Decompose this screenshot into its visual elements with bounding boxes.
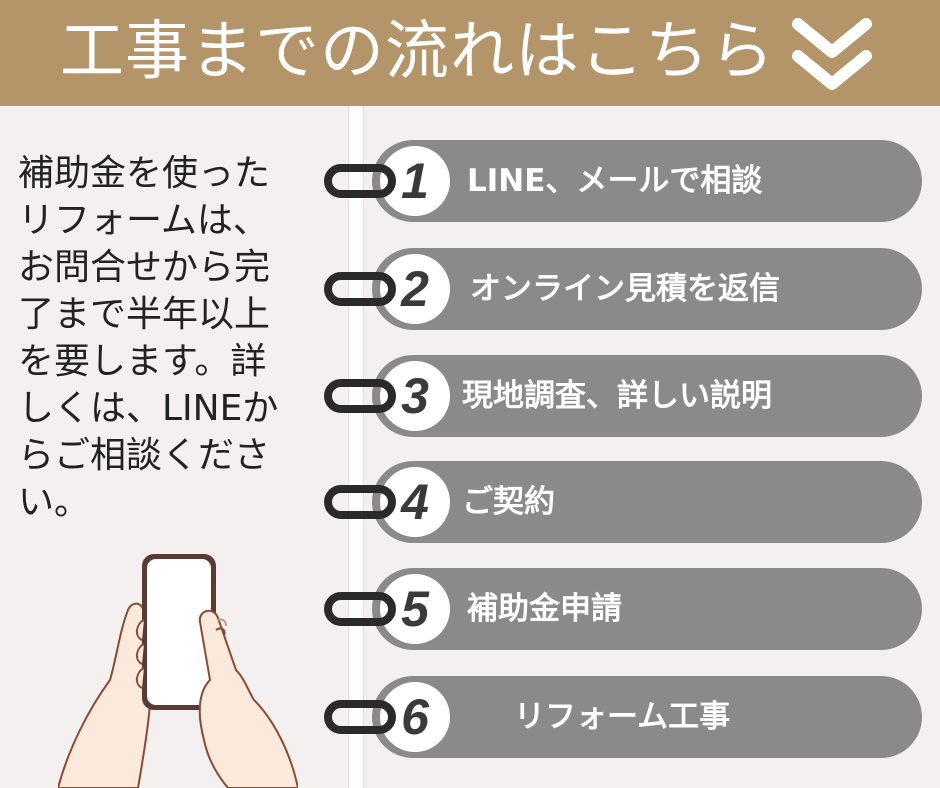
step-2: 2 オンライン見積を返信 — [372, 248, 922, 330]
binder-ring-icon — [324, 272, 396, 306]
step-label-6: リフォーム工事 — [514, 699, 731, 735]
hands-holding-phone-icon — [58, 554, 298, 788]
binder-ring-icon — [324, 592, 396, 626]
page-title: 工事までの流れはこちら — [60, 15, 775, 89]
step-3: 3 現地調査、詳しい説明 — [372, 355, 922, 437]
header-banner: 工事までの流れはこちら — [0, 0, 940, 106]
step-label-5: 補助金申請 — [467, 591, 622, 627]
binder-ring-icon — [324, 164, 396, 198]
step-label-4: ご契約 — [462, 484, 555, 520]
step-6: 6 リフォーム工事 — [372, 676, 922, 758]
step-4: 4 ご契約 — [372, 461, 922, 543]
binder-ring-icon — [324, 700, 396, 734]
step-label-2: オンライン見積を返信 — [470, 271, 780, 307]
step-label-1: LINE、メールで相談 — [467, 163, 763, 199]
intro-text: 補助金を使ったリフォームは、お問合せから完了まで半年以上を要します。詳しくは、L… — [18, 153, 279, 523]
binder-ring-icon — [324, 379, 396, 413]
timeline-spine — [348, 106, 364, 788]
chevron-double-down-icon — [792, 18, 872, 90]
step-5: 5 補助金申請 — [372, 568, 922, 650]
step-number-4: 4 — [380, 467, 450, 537]
step-1: 1 LINE、メールで相談 — [372, 140, 922, 222]
step-label-3: 現地調査、詳しい説明 — [462, 378, 772, 414]
binder-ring-icon — [324, 485, 396, 519]
